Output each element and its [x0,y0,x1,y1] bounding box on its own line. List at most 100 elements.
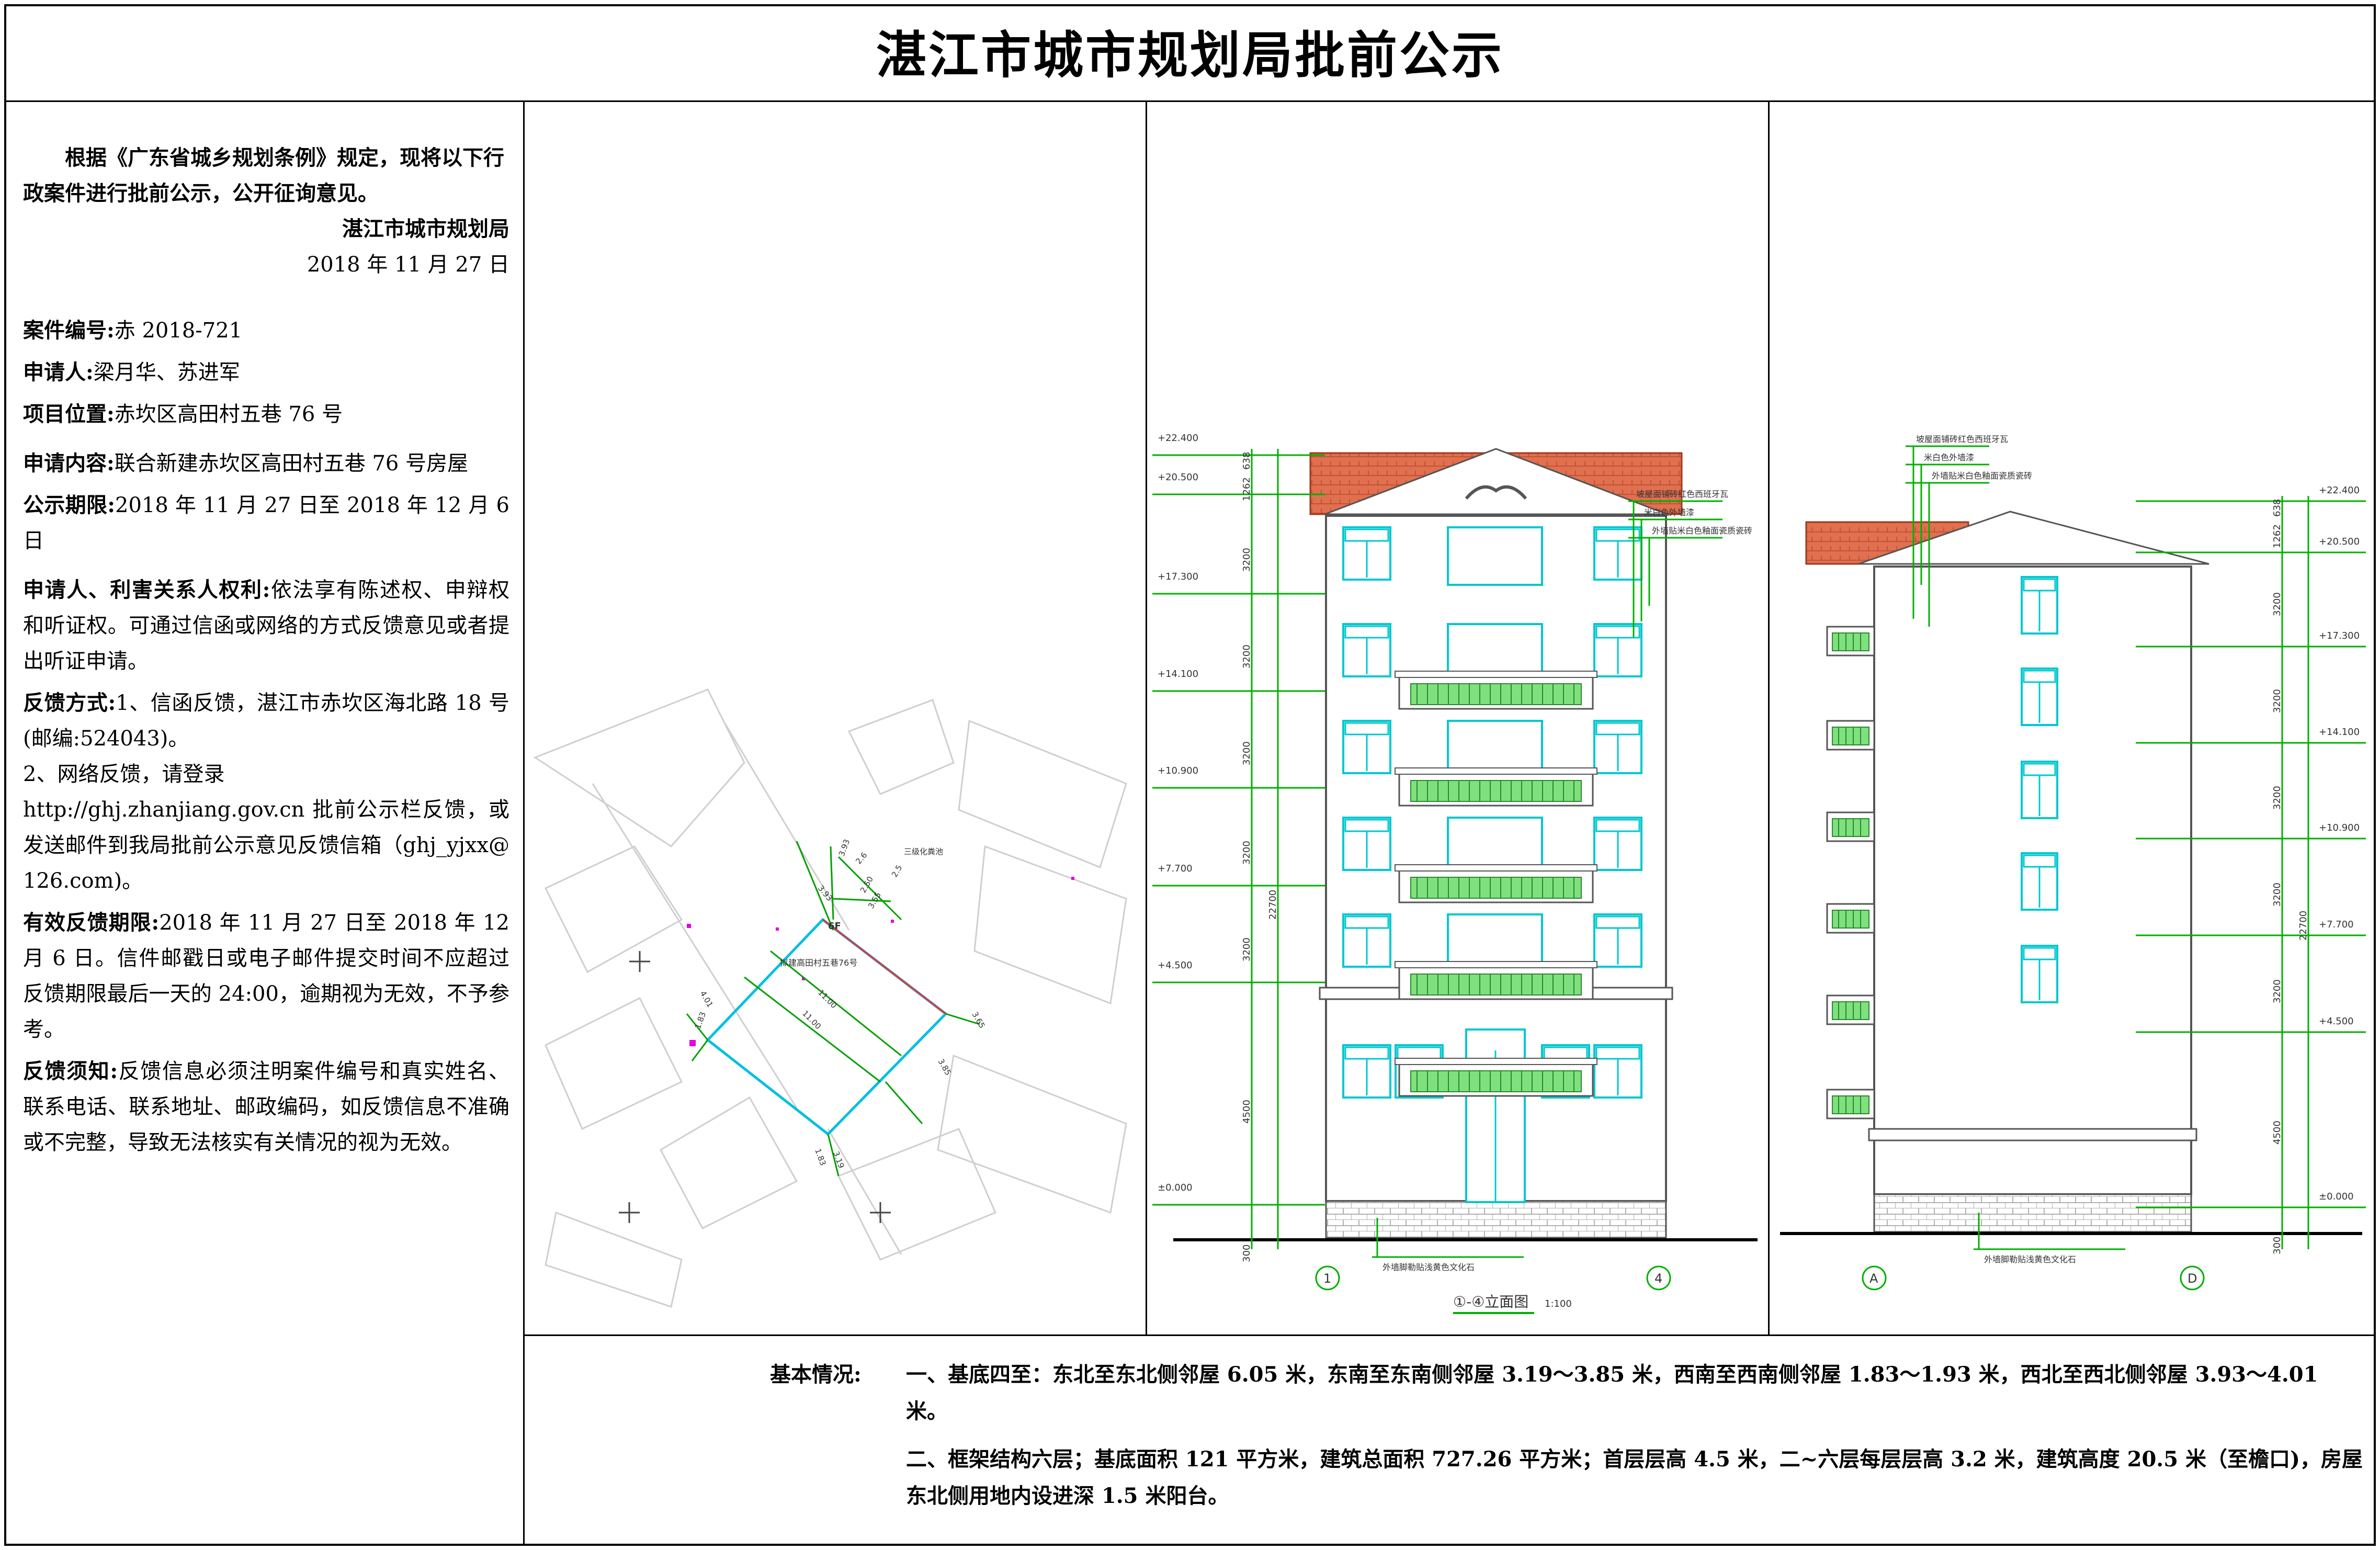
site-dim: 1.83 [813,1147,828,1167]
dim: 300 [1241,1244,1252,1262]
outer-frame [4,4,2376,1546]
axis-label-left: A [1869,1271,1878,1286]
title-divider [4,100,2376,102]
dim: 3200 [2272,592,2283,616]
axis-label-right: D [2188,1271,2197,1286]
label-proposed-building: 拟建高田村五巷76号 [780,958,857,968]
level: +22.400 [1158,433,1198,444]
dim: 22700 [2298,911,2309,941]
basic-info-line-2: 二、框架结构六层；基底面积 121 平方米，建筑总面积 727.26 平方米；首… [906,1447,2363,1508]
level: +22.400 [2319,485,2360,496]
dim: 22700 [1267,890,1278,920]
label-septic-tank: 三级化粪池 [904,847,943,856]
site-dim: 11.00 [816,988,838,1010]
site-plan-panel: 三级化粪池 拟建高田村五巷76号 6F 3.93 2.6 3.93 2.50 3… [525,104,1146,1336]
side-gable [1858,511,2209,565]
dim: 3200 [2272,786,2283,810]
dim: 3200 [1241,937,1252,961]
dim: 300 [2272,1237,2283,1254]
feedback-method: 反馈方式:1、信函反馈，湛江市赤坎区海北路 18 号(邮编:524043)。 [23,691,510,751]
note-base: 外墙脚勒贴浅黄色文化石 [1984,1254,2076,1264]
site-plan-drawing: 三级化粪池 拟建高田村五巷76号 6F 3.93 2.6 3.93 2.50 3… [533,688,1127,1308]
site-dim: 11.00 [800,1009,823,1031]
side-level-labels: +22.400 +20.500 +17.300 +14.100 +10.900 … [2319,485,2360,1202]
note-base: 外墙脚勒贴浅黄色文化石 [1382,1262,1475,1272]
elevation-caption: ①-④立面图 [1453,1293,1528,1310]
site-dim: 3.93 [837,838,852,858]
level: +20.500 [1158,472,1198,483]
level: +14.100 [2319,727,2360,738]
dim: 1262 [2272,524,2283,548]
application-content: 申请内容:联合新建赤坎区高田村五巷 76 号房屋 [23,451,469,476]
dim: 1262 [1241,477,1252,501]
note-wall-tile: 外墙贴米白色釉面瓷质瓷砖 [1652,526,1752,536]
site-dim: 2.5 [890,863,904,879]
axis-label-right: 4 [1654,1271,1662,1286]
note-wall-paint: 米白色外墙漆 [1644,507,1694,517]
notice-intro: 根据《广东省城乡规划条例》规定，现将以下行政案件进行批前公示，公开征询意见。 [23,145,504,206]
level: +4.500 [1158,960,1193,971]
site-dim: 3.65 [970,1010,987,1030]
dim: 4500 [2272,1121,2283,1145]
feedback-deadline: 有效反馈期限:2018 年 11 月 27 日至 2018 年 12 月 6 日… [23,910,509,1042]
level: +10.900 [2319,822,2360,833]
front-pediment [1324,448,1668,515]
dim: 3200 [2272,979,2283,1003]
side-elevation-panel: +22.400 +20.500 +17.300 +14.100 +10.900 … [1770,104,2373,1336]
note-roof: 坡屋面铺砖红色西班牙瓦 [1916,434,2008,444]
feedback-online: 2、网络反馈，请登录 [23,762,225,786]
side-balconies [1826,626,1875,1119]
rights: 申请人、利害关系人权利:依法享有陈述权、申辩权和听证权。可通过信函或网络的方式反… [23,578,510,673]
project-location: 项目位置:赤坎区高田村五巷 76 号 [23,402,343,426]
dim: 638 [1241,452,1252,470]
left-divider [523,100,525,1546]
basic-info-label: 基本情况: [770,1362,862,1387]
applicant: 申请人:梁月华、苏进军 [23,360,240,384]
feedback-url[interactable]: http://ghj.zhanjiang.gov.cn 批前公示栏反馈，或发送邮… [23,798,509,893]
page-title: 湛江市城市规划局批前公示 [876,26,1504,85]
dim: 4500 [1241,1100,1252,1124]
case-number: 案件编号:赤 2018-721 [23,318,243,343]
site-dim: 1.83 [693,1011,708,1031]
axis-label-left: 1 [1323,1271,1331,1286]
basic-info-section: 基本情况: 一、基底四至：东北至东北侧邻屋 6.05 米，东南至东南侧邻屋 3.… [524,1336,2373,1543]
level: +20.500 [2319,536,2360,547]
mid-divider-2 [1768,100,1770,1335]
feedback-notes: 反馈须知:反馈信息必须注明案件编号和真实姓名、联系电话、联系地址、邮政编码，如反… [23,1059,509,1155]
dim: 3200 [1241,741,1252,765]
basic-info-text: 一、基底四至：东北至东北侧邻屋 6.05 米，东南至东南侧邻屋 3.19～3.8… [906,1356,2365,1526]
front-elevation-drawing: +22.400 +20.500 +17.300 +14.100 +10.900 … [1152,433,1758,1314]
level: +7.700 [2319,919,2354,930]
notice-panel: 根据《广东省城乡规划条例》规定，现将以下行政案件进行批前公示，公开征询意见。 湛… [7,104,524,1543]
note-wall-paint: 米白色外墙漆 [1924,452,1974,462]
level: ±0.000 [1158,1182,1193,1193]
notice-date: 2018 年 11 月 27 日 [307,253,509,277]
site-dim: 3.19 [831,1150,846,1170]
dim: 3200 [2272,883,2283,907]
level: +4.500 [2319,1016,2354,1027]
front-elevation-panel: +22.400 +20.500 +17.300 +14.100 +10.900 … [1147,104,1768,1336]
dim: 3200 [2272,689,2283,713]
level: +17.300 [1158,571,1198,582]
side-elevation-drawing: +22.400 +20.500 +17.300 +14.100 +10.900 … [1780,434,2366,1291]
side-dimension-labels: 638 1262 3200 3200 3200 3200 3200 4500 3… [2272,499,2309,1254]
front-level-labels: +22.400 +20.500 +17.300 +14.100 +10.900 … [1158,433,1198,1193]
dim: 3200 [1241,548,1252,572]
site-dim: 4.01 [698,989,715,1009]
front-dimension-labels: 638 1262 3200 3200 3200 3200 3200 4500 3… [1241,452,1278,1262]
dim: 638 [2272,499,2283,517]
level: +7.700 [1158,863,1193,874]
label-floors: 6F [828,921,841,932]
bottom-divider [523,1334,2376,1336]
level: ±0.000 [2319,1191,2354,1202]
notice-signature: 湛江市城市规划局 [342,217,509,241]
mid-divider-1 [1146,100,1147,1335]
note-roof: 坡屋面铺砖红色西班牙瓦 [1636,489,1728,499]
site-dim: 2.6 [854,851,869,866]
dim: 3200 [1241,841,1252,865]
publicity-period: 公示期限:2018 年 11 月 27 日至 2018 年 12 月 6 日 [23,493,510,553]
basic-info-line-1: 一、基底四至：东北至东北侧邻屋 6.05 米，东南至东南侧邻屋 3.19～3.8… [906,1362,2318,1423]
note-wall-tile: 外墙贴米白色釉面瓷质瓷砖 [1932,471,2032,481]
level: +10.900 [1158,765,1198,776]
level: +17.300 [2319,630,2360,641]
